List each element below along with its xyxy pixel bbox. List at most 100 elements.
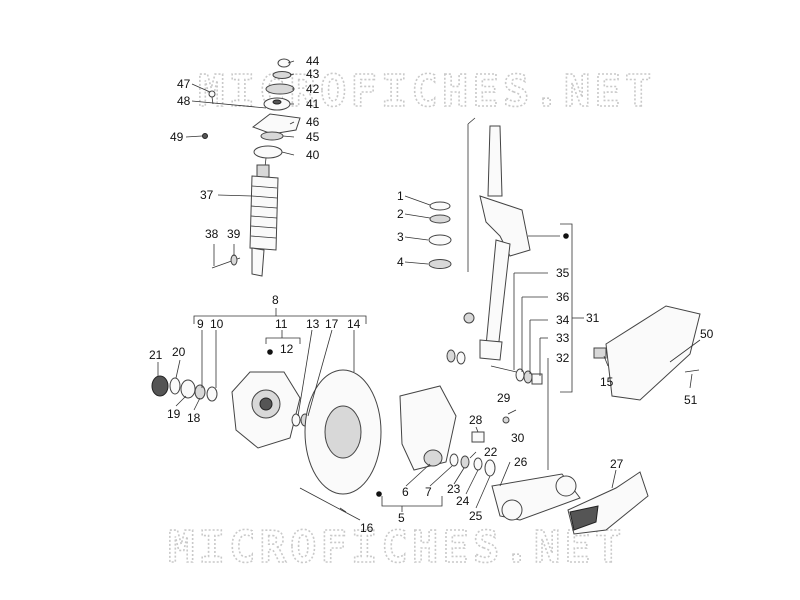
- part-seal-18: [194, 384, 206, 400]
- callout-26: 26: [514, 455, 528, 469]
- callout-27: 27: [610, 457, 624, 471]
- callout-1: 1: [397, 189, 404, 203]
- callout-29: 29: [497, 391, 511, 405]
- part-ring-6: [423, 449, 443, 467]
- leader-lines: [157, 60, 701, 521]
- part-nut-49: [202, 133, 208, 139]
- callout-19: 19: [167, 407, 181, 421]
- callout-46: 46: [306, 115, 320, 129]
- callout-12: 12: [280, 342, 294, 356]
- shock-rod-collar: [256, 164, 270, 178]
- mudguard-assembly: [593, 305, 701, 401]
- callout-33: 33: [556, 331, 570, 345]
- shock-spring-coils: [250, 185, 278, 239]
- callout-51: 51: [684, 393, 698, 407]
- callout-40: 40: [306, 148, 320, 162]
- callout-38: 38: [205, 227, 219, 241]
- part-screw-29: [507, 409, 517, 415]
- fork-leg: [485, 239, 511, 351]
- callout-7: 7: [425, 485, 432, 499]
- callout-43: 43: [306, 67, 320, 81]
- part-clip-15: [593, 347, 607, 359]
- swing-arm-eye-left: [501, 499, 523, 521]
- part-cone-4: [428, 259, 452, 269]
- fork-lower-boss: [479, 339, 503, 361]
- part-ring-left: [456, 351, 466, 365]
- callout-36: 36: [556, 290, 570, 304]
- callout-42: 42: [306, 82, 320, 96]
- hub-brake-assembly: [151, 369, 382, 513]
- part-seat-40: [253, 145, 283, 159]
- shock-lower-body: [251, 247, 265, 277]
- part-shock-spring-37: [249, 175, 279, 251]
- steering-yoke: [479, 195, 531, 257]
- part-washer-20: [169, 377, 181, 395]
- callout-47: 47: [177, 77, 191, 91]
- steering-tube-upper: [487, 125, 503, 197]
- hub-bore: [259, 397, 273, 411]
- watermark-top: MICROFICHES.NET: [198, 66, 655, 117]
- part-ring-13: [291, 413, 301, 427]
- callout-28: 28: [469, 413, 483, 427]
- callout-31: 31: [586, 311, 600, 325]
- callout-4: 4: [397, 255, 404, 269]
- part-bearing-cup-1: [429, 201, 451, 211]
- callout-21: 21: [149, 348, 163, 362]
- part-washer-23: [460, 455, 470, 469]
- caliper-assembly: [399, 385, 517, 477]
- part-seal-2: [429, 214, 451, 224]
- steering-tube-assembly: [428, 117, 543, 385]
- callout-17: 17: [325, 317, 339, 331]
- part-nut-21: [151, 375, 169, 397]
- part-mudguard-50: [605, 305, 701, 401]
- callout-3: 3: [397, 230, 404, 244]
- callout-24: 24: [456, 494, 470, 508]
- callout-labels: 1 2 3 4 5 6 7 8 9 10 11 12 13 14 15 16 1…: [149, 54, 714, 535]
- part-caliper-bracket: [399, 385, 457, 471]
- bullet-6: [376, 491, 382, 497]
- callout-37: 37: [200, 188, 214, 202]
- part-bracket-46: [251, 113, 301, 135]
- callout-15: 15: [600, 375, 614, 389]
- part-washer-39: [230, 254, 238, 266]
- watermark-bottom: MICROFICHES.NET: [168, 522, 625, 573]
- callout-49: 49: [170, 130, 184, 144]
- part-spacer-left: [446, 349, 456, 363]
- callout-35: 35: [556, 266, 570, 280]
- part-seal-24: [473, 457, 483, 471]
- callout-23: 23: [447, 482, 461, 496]
- callout-14: 14: [347, 317, 361, 331]
- part-nut-fork: [463, 312, 475, 324]
- callout-30: 30: [511, 431, 525, 445]
- part-nut-44: [277, 58, 291, 68]
- callout-25: 25: [469, 509, 483, 523]
- part-bush-28: [471, 431, 485, 443]
- callout-48: 48: [177, 94, 191, 108]
- part-cup-41-hole: [272, 99, 282, 105]
- callout-20: 20: [172, 345, 186, 359]
- callout-6: 6: [402, 485, 409, 499]
- callout-22: 22: [484, 445, 498, 459]
- part-washer-45: [260, 131, 284, 141]
- callout-5: 5: [398, 511, 405, 525]
- callout-9: 9: [197, 317, 204, 331]
- part-washer-43: [272, 71, 292, 79]
- part-bush-33: [531, 373, 543, 385]
- bullet-31: [563, 233, 569, 239]
- bullet-12: [267, 349, 273, 355]
- part-nut-30: [502, 416, 510, 424]
- callout-50: 50: [700, 327, 714, 341]
- callout-34: 34: [556, 313, 570, 327]
- part-ring-7: [449, 453, 459, 467]
- callout-18: 18: [187, 411, 201, 425]
- part-screw-51: [684, 369, 700, 373]
- part-screw-16: [339, 507, 347, 513]
- callout-8: 8: [272, 293, 279, 307]
- part-bearing-3: [428, 234, 452, 246]
- swing-arm-eye-right: [555, 475, 577, 497]
- brake-disc-center: [324, 405, 362, 459]
- callout-11: 11: [275, 317, 288, 331]
- steering-bracket-line: [467, 117, 476, 272]
